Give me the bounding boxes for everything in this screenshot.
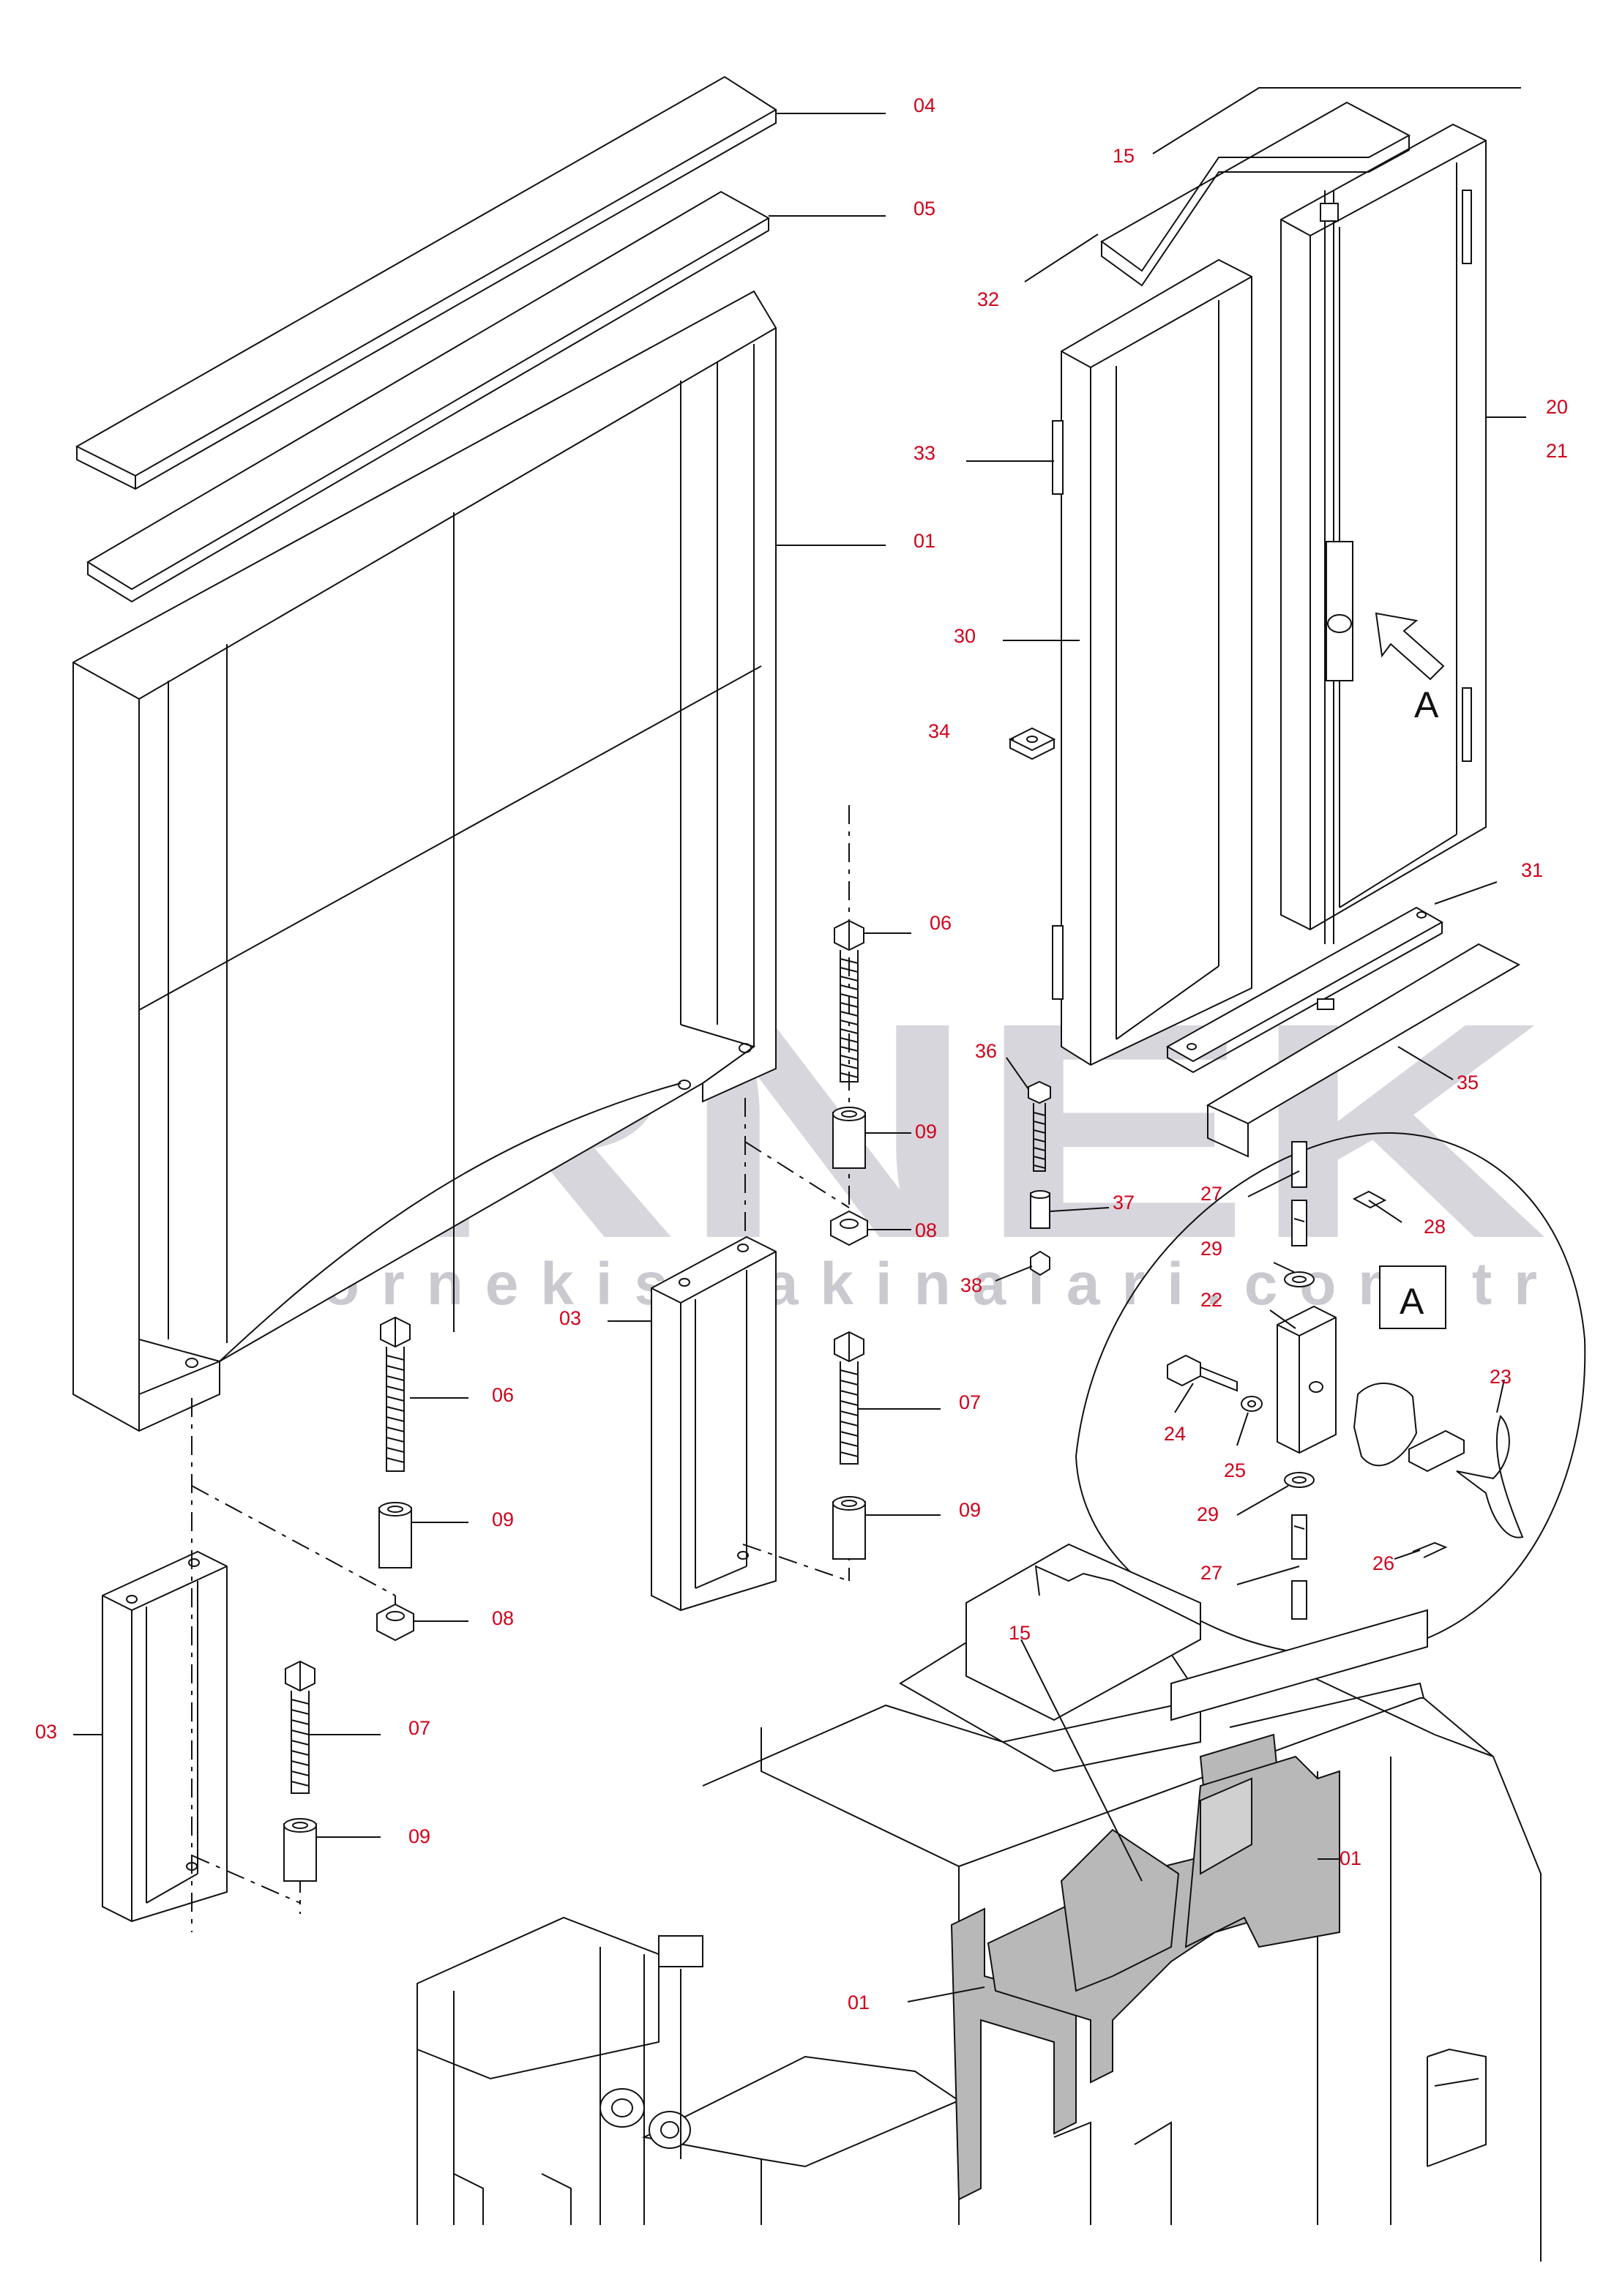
machine-body — [416, 1543, 1542, 2262]
callout-27-upper: 27 — [1200, 1183, 1222, 1205]
callout-38: 38 — [960, 1274, 982, 1296]
callout-08-lower: 08 — [492, 1607, 514, 1629]
linework — [72, 75, 1586, 2262]
bolt-36 — [1028, 1080, 1051, 1172]
spacer-09-left — [283, 1818, 317, 1882]
callout-08-upper: 08 — [915, 1219, 937, 1241]
nut-08-lower — [376, 1603, 414, 1642]
callout-22: 22 — [1200, 1289, 1222, 1311]
callout-07-right: 07 — [959, 1391, 981, 1413]
spacer-09-upper — [832, 1107, 866, 1169]
callout-29-lower: 29 — [1197, 1503, 1219, 1525]
nut-08-upper — [830, 1210, 868, 1246]
callout-20: 20 — [1546, 396, 1568, 418]
detail-a-label: A — [1400, 1281, 1424, 1322]
plate-35 — [1206, 943, 1521, 1158]
callout-01-left: 01 — [848, 1992, 870, 2013]
upright-03-left — [102, 1550, 228, 1923]
callout-06-upper: 06 — [930, 912, 952, 934]
callout-labels: 04 05 01 15 32 33 30 34 20 21 31 35 06 0… — [35, 94, 1568, 2013]
callout-33: 33 — [914, 442, 935, 464]
main-frame-01 — [72, 290, 777, 1432]
callout-32: 32 — [977, 288, 999, 310]
door-20 — [1280, 123, 1487, 944]
spacer-09-right — [832, 1496, 866, 1560]
bolt-07-right — [834, 1331, 864, 1465]
spacer-09-mid — [378, 1502, 412, 1568]
top-plate-04 — [75, 75, 777, 490]
spacer-37 — [1030, 1190, 1050, 1229]
callout-26: 26 — [1372, 1552, 1394, 1574]
cap-plate-15 — [1100, 101, 1411, 287]
detail-a-parts — [1167, 1141, 1524, 1620]
callout-37: 37 — [1113, 1192, 1135, 1214]
callout-28: 28 — [1424, 1216, 1446, 1238]
callout-09-right: 09 — [959, 1499, 981, 1521]
top-plate-05 — [86, 190, 771, 603]
upright-03-right — [651, 1235, 777, 1612]
callout-03-left: 03 — [35, 1721, 57, 1743]
nut-38 — [1030, 1250, 1050, 1276]
strip-31 — [1165, 906, 1444, 1074]
callout-09-left: 09 — [408, 1825, 430, 1847]
callout-34: 34 — [928, 720, 950, 742]
callout-06-lower: 06 — [492, 1384, 514, 1406]
callout-23: 23 — [1490, 1366, 1512, 1388]
detail-a-circle — [1075, 1132, 1586, 1656]
bolt-07-left — [285, 1660, 315, 1794]
bolt-06-lower — [380, 1316, 411, 1472]
callout-31: 31 — [1521, 859, 1543, 881]
bolt-06-upper — [834, 919, 864, 1082]
door-30 — [1052, 258, 1252, 1066]
callout-24: 24 — [1164, 1423, 1186, 1445]
callout-29-upper: 29 — [1200, 1238, 1222, 1260]
callout-01-top: 01 — [914, 530, 935, 552]
callout-07-left: 07 — [408, 1717, 430, 1739]
callout-21: 21 — [1546, 440, 1568, 462]
callout-15-top: 15 — [1113, 145, 1135, 167]
arrow-a — [1375, 612, 1445, 681]
callout-30: 30 — [954, 625, 976, 647]
callout-09-mid: 09 — [492, 1508, 514, 1530]
leader-lines — [73, 87, 1526, 2003]
callout-09-upper: 09 — [915, 1121, 937, 1143]
callout-36: 36 — [975, 1040, 997, 1062]
guard-shaded — [950, 1733, 1340, 2201]
callout-35: 35 — [1457, 1072, 1479, 1093]
callout-27-lower: 27 — [1200, 1562, 1222, 1584]
callout-04: 04 — [914, 94, 935, 116]
callout-05: 05 — [914, 198, 935, 220]
callout-25: 25 — [1224, 1459, 1246, 1481]
arrow-a-label: A — [1414, 684, 1439, 725]
block-34 — [1008, 727, 1056, 760]
callout-01-right: 01 — [1340, 1847, 1361, 1869]
callout-15-bottom: 15 — [1009, 1622, 1031, 1644]
callout-03-right: 03 — [559, 1307, 581, 1329]
